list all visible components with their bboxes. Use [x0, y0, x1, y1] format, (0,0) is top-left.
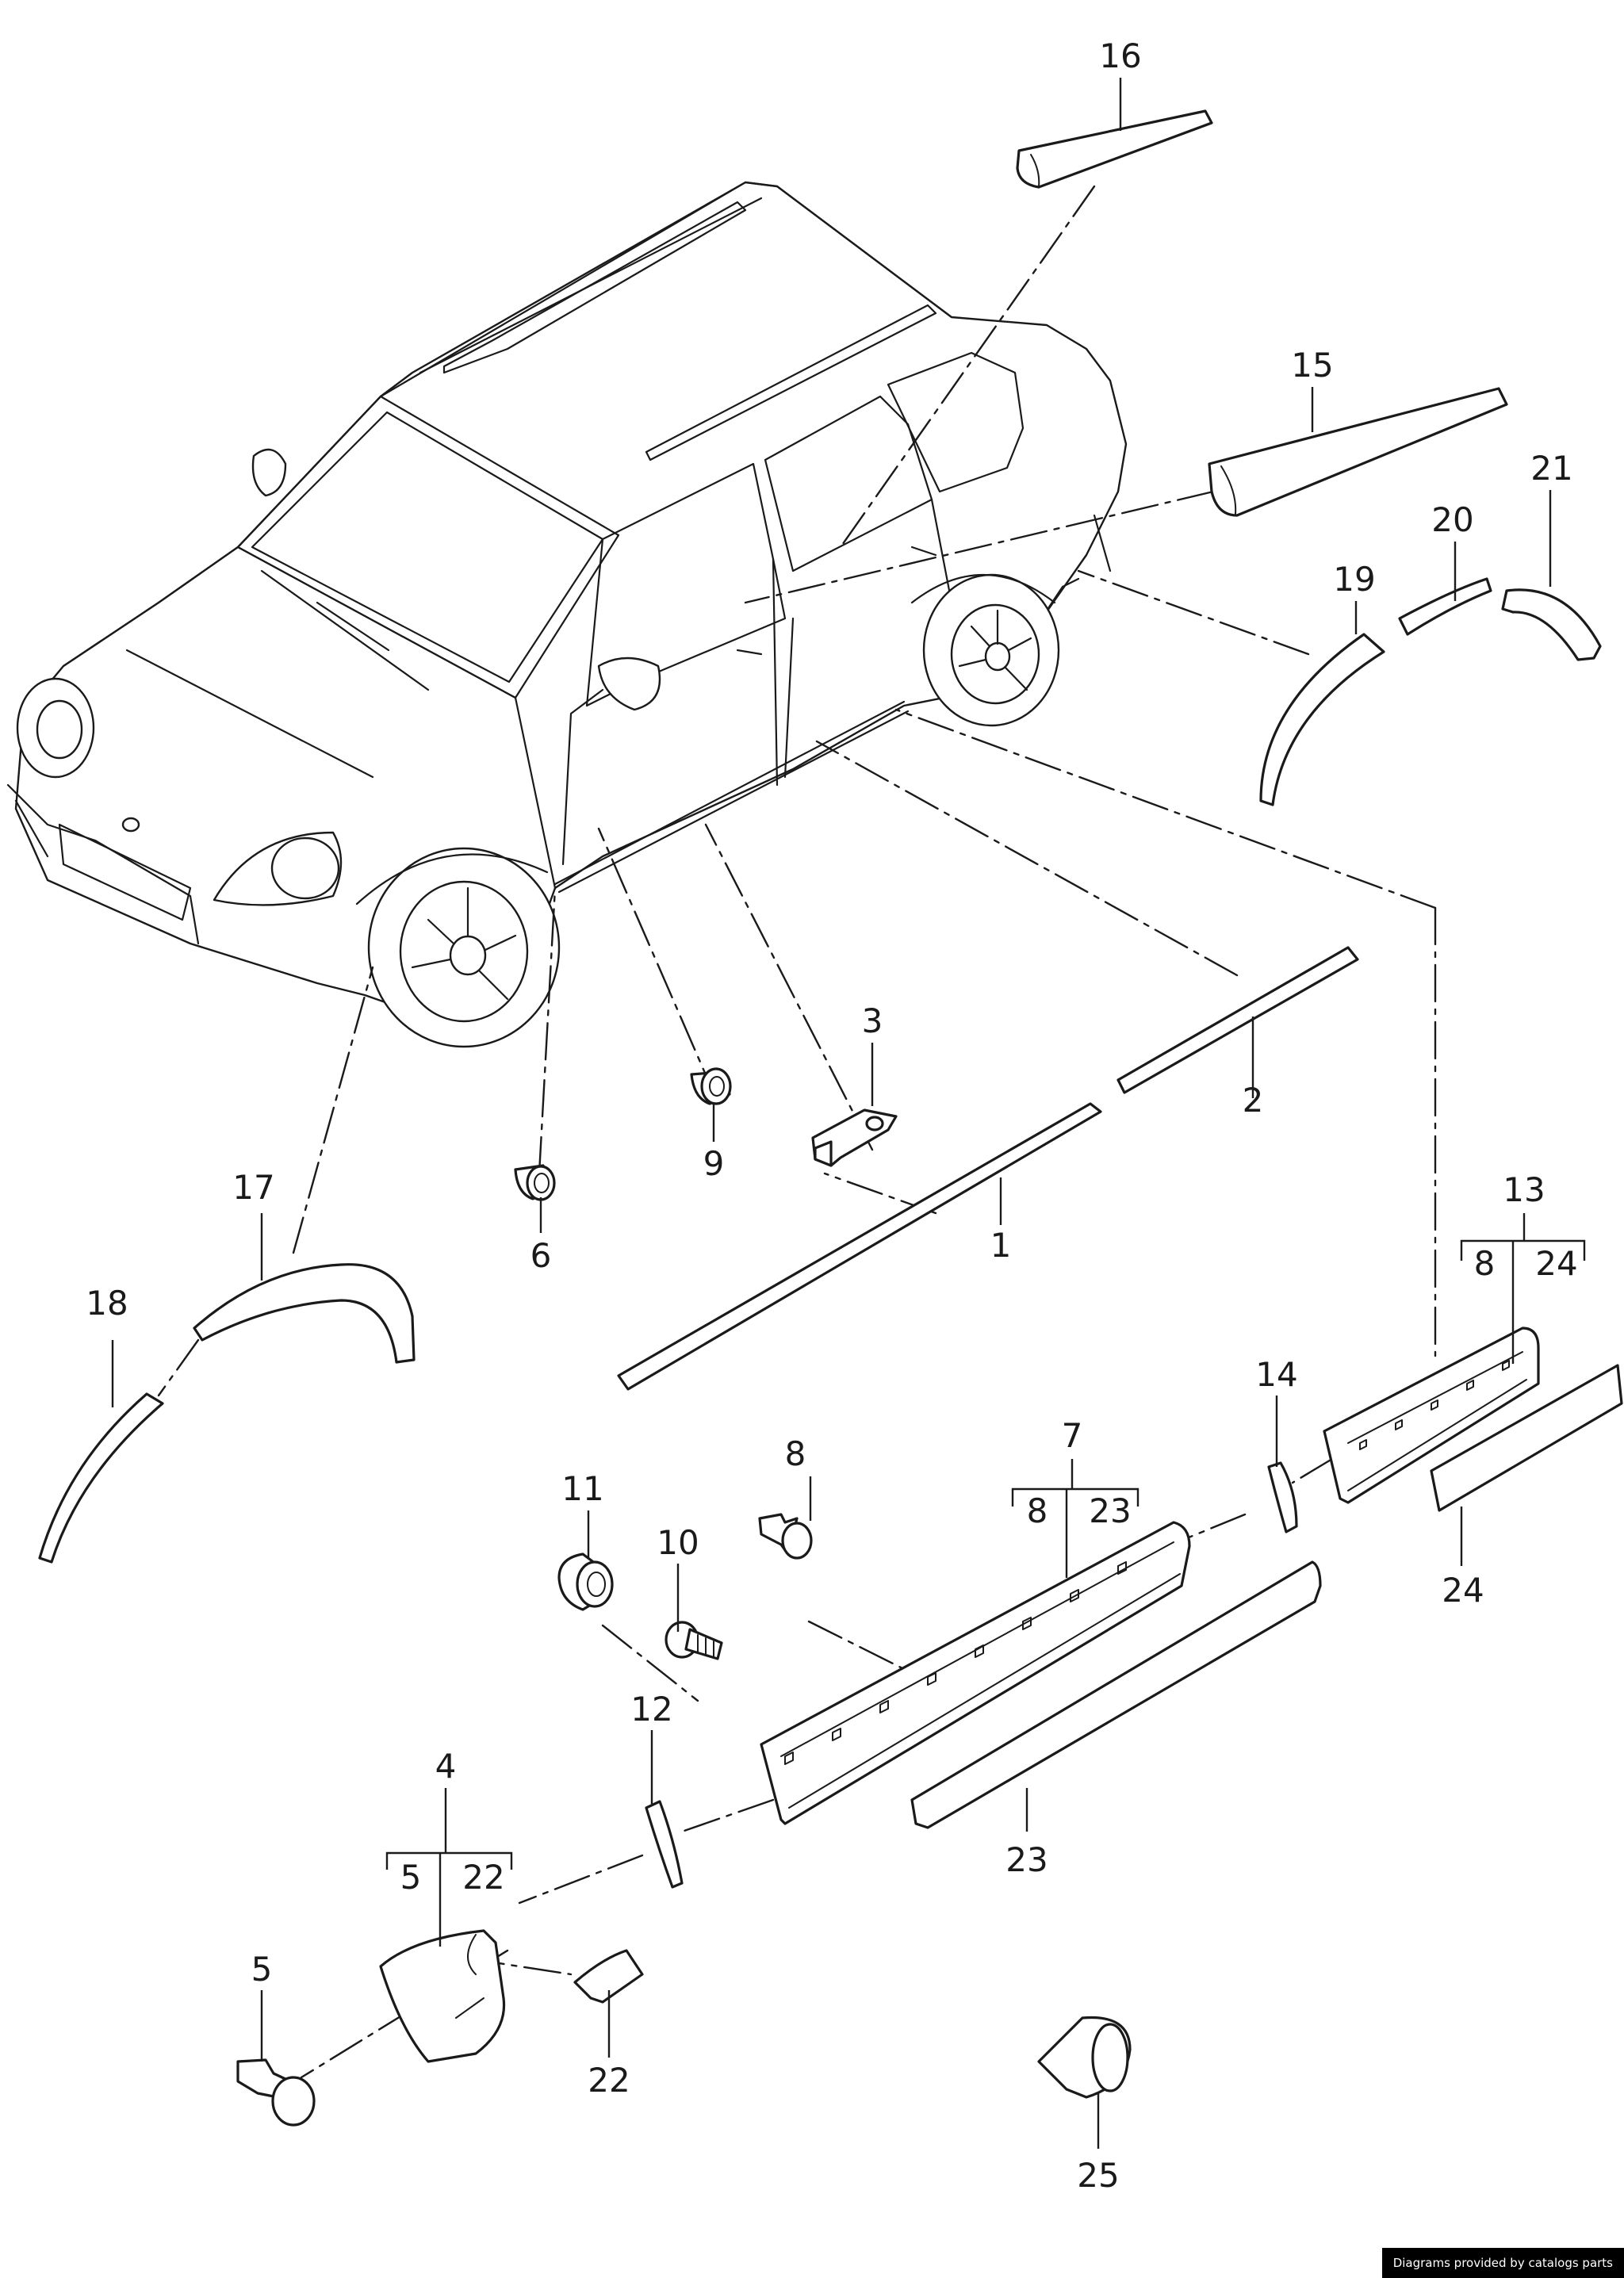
- callout-4-sub-22: 22: [462, 1858, 504, 1897]
- callout-12: 12: [630, 1690, 672, 1729]
- callout-6: 6: [530, 1236, 552, 1275]
- part-19-arch-trim: [1259, 633, 1385, 806]
- callout-7-sub-8: 8: [1027, 1491, 1048, 1530]
- callout-24: 24: [1442, 1571, 1484, 1610]
- part-7-door-moulding: [760, 1521, 1191, 1825]
- part-1-sill-strip: [617, 1102, 1102, 1391]
- part-14-end-cap: [1267, 1461, 1298, 1533]
- part-16-trim: [1016, 109, 1213, 189]
- part-24-strip: [1430, 1364, 1623, 1512]
- callout-1: 1: [990, 1226, 1012, 1265]
- part-9-grommet: [690, 1067, 732, 1105]
- part-10-screw: [665, 1621, 723, 1660]
- part-17-wheel-arch: [193, 1263, 416, 1364]
- callout-numbers: 16 15 21 20 19 3 2 9 1 6 17 18 13 8 24 1…: [86, 36, 1577, 2195]
- callout-3: 3: [862, 1001, 883, 1040]
- rear-wheel: [922, 573, 1060, 727]
- part-13-door-moulding: [1323, 1327, 1540, 1504]
- callout-25: 25: [1077, 2156, 1119, 2195]
- part-3-clip: [811, 1108, 898, 1167]
- callout-13: 13: [1503, 1170, 1545, 1209]
- part-23-strip: [910, 1560, 1322, 1829]
- callout-20: 20: [1431, 500, 1473, 539]
- part-25-tape-roll: [1037, 2016, 1132, 2099]
- callout-5: 5: [251, 1950, 273, 1989]
- callout-7: 7: [1062, 1416, 1083, 1455]
- callout-4-sub-5: 5: [400, 1858, 422, 1897]
- part-8-clip: [758, 1513, 813, 1560]
- callout-7-sub-23: 23: [1089, 1491, 1131, 1530]
- callout-21: 21: [1530, 449, 1572, 488]
- callout-23: 23: [1005, 1840, 1048, 1879]
- callout-4: 4: [435, 1747, 457, 1786]
- leader-lines: [157, 185, 1437, 2079]
- callout-10: 10: [657, 1523, 699, 1562]
- part-4-flap: [379, 1929, 506, 2063]
- credit-label: Diagrams provided by catalogs parts: [1381, 2248, 1624, 2278]
- part-20-trim: [1398, 577, 1492, 636]
- callout-13-sub-8: 8: [1474, 1244, 1496, 1283]
- callout-14: 14: [1255, 1355, 1297, 1394]
- callout-8: 8: [785, 1434, 806, 1473]
- callout-15: 15: [1291, 346, 1333, 385]
- part-6-grommet: [514, 1164, 556, 1201]
- callout-13-sub-24: 24: [1535, 1244, 1577, 1283]
- part-11-grommet: [557, 1552, 614, 1611]
- part-22-insert: [573, 1949, 644, 2004]
- part-2-sill-strip: [1116, 946, 1359, 1094]
- callout-19: 19: [1333, 560, 1375, 599]
- callout-22: 22: [588, 2061, 630, 2100]
- part-18-arch-trim: [38, 1392, 164, 1564]
- callout-11: 11: [561, 1469, 603, 1508]
- callout-2: 2: [1243, 1081, 1264, 1120]
- part-5-clip: [236, 2058, 316, 2127]
- part-15-trim: [1208, 387, 1508, 517]
- part-12-end-cap: [645, 1800, 684, 1889]
- callout-18: 18: [86, 1284, 128, 1323]
- callout-17: 17: [232, 1168, 274, 1207]
- callout-9: 9: [703, 1144, 725, 1183]
- front-wheel: [367, 847, 561, 1048]
- callout-lines: [111, 78, 1586, 2149]
- callout-16: 16: [1099, 36, 1141, 75]
- part-21-arch-trim: [1501, 588, 1602, 661]
- car-illustration: [6, 181, 1128, 1048]
